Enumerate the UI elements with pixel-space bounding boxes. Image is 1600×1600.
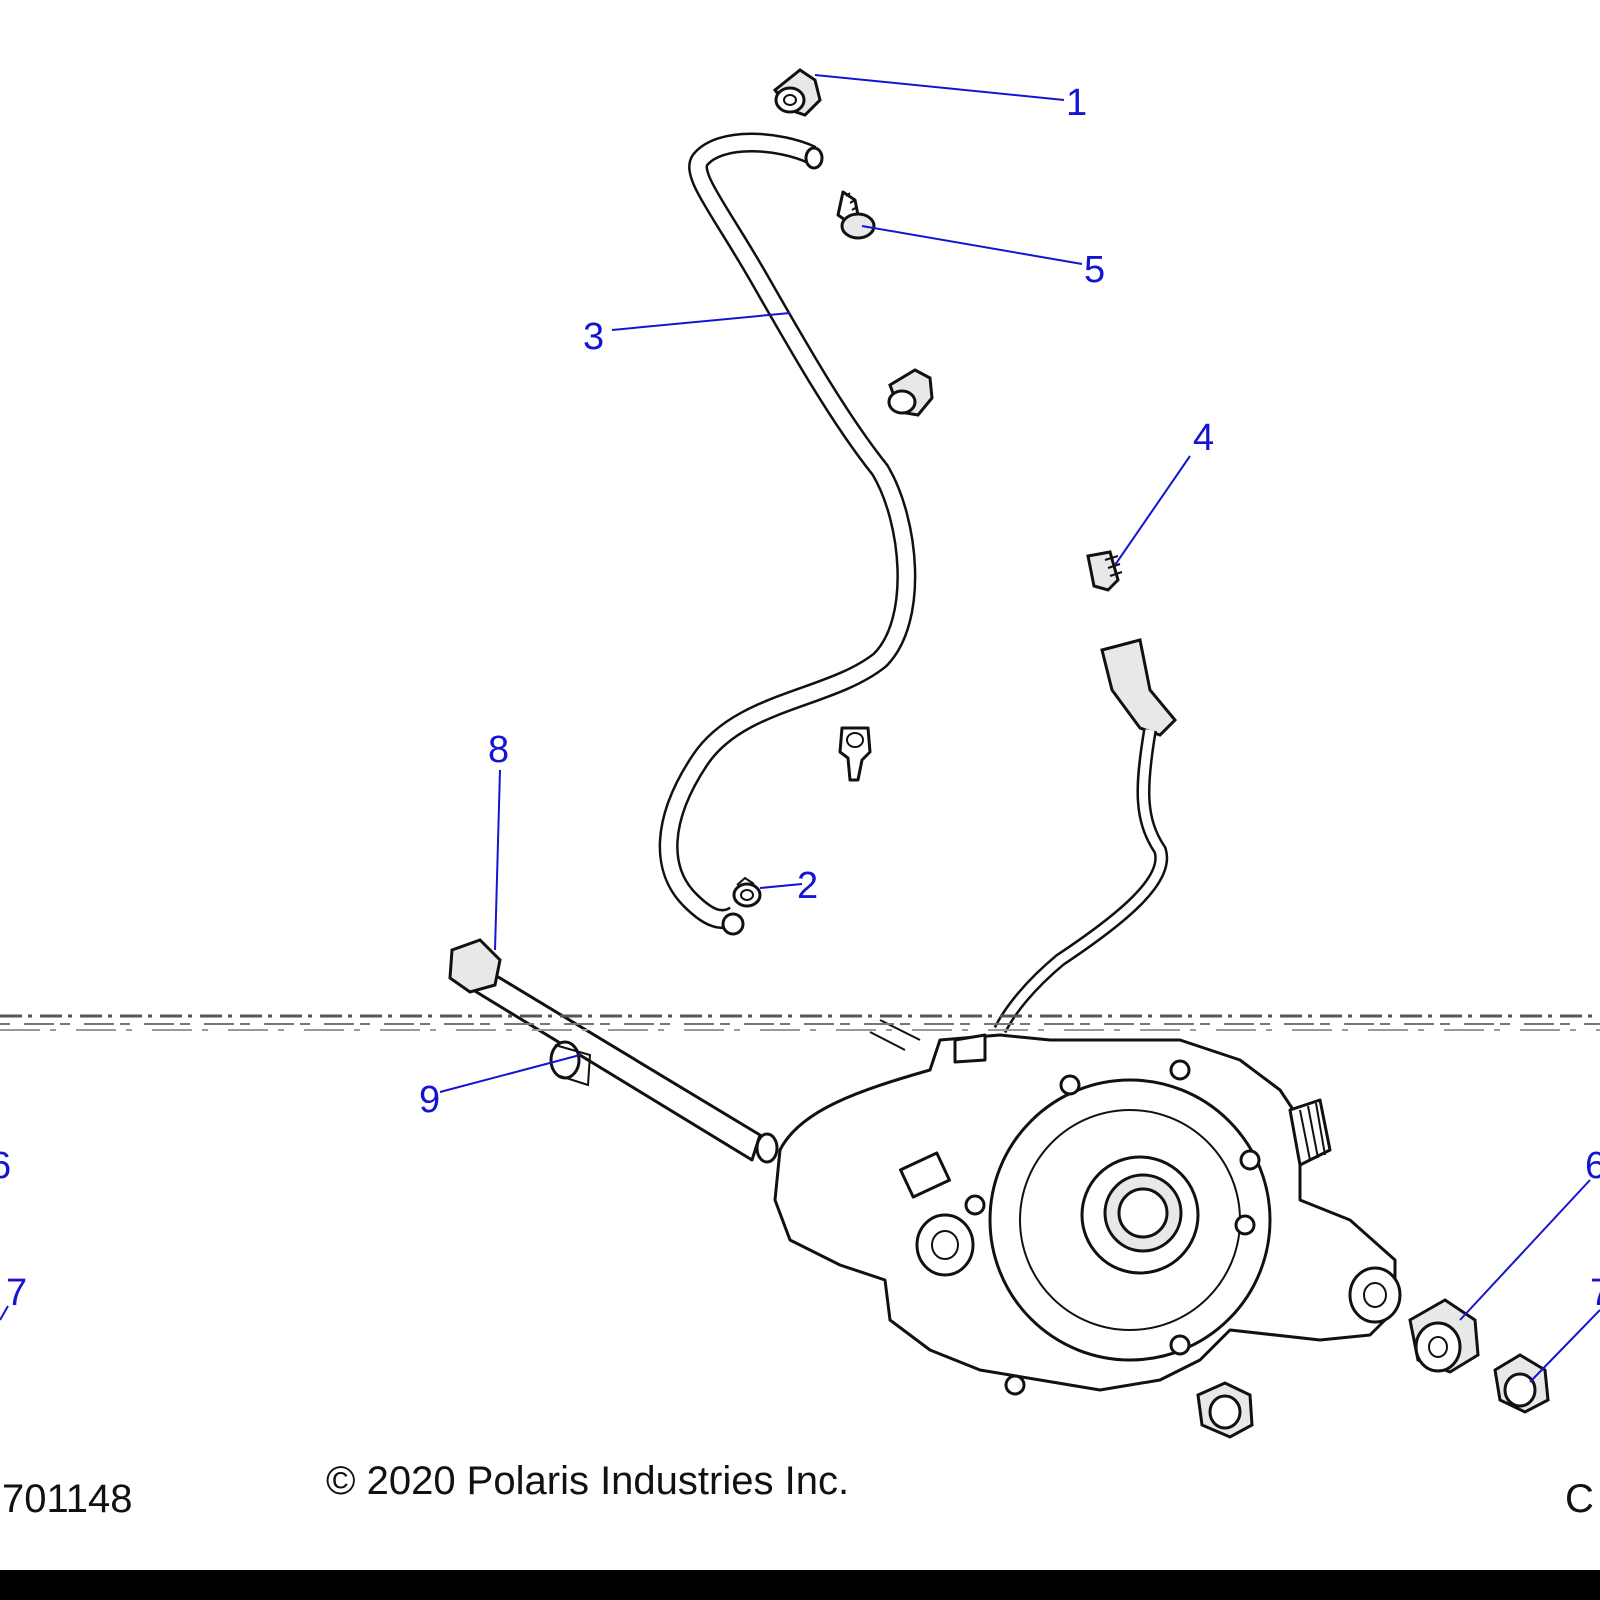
callout-7-left: 7 — [6, 1272, 27, 1314]
callout-3: 3 — [583, 316, 604, 358]
part-5-breather-fitting — [836, 190, 876, 240]
part-8-mounting-bolt — [448, 938, 779, 1164]
hose-end-fitting — [887, 368, 934, 417]
leader-lines — [0, 74, 1600, 1383]
callout-9: 9 — [419, 1079, 440, 1121]
callout-6-left: 6 — [0, 1145, 11, 1187]
part-9-spacer — [549, 1040, 592, 1087]
part-3-vent-hose — [658, 132, 917, 936]
hose-bracket — [838, 726, 872, 782]
bottom-black-band — [0, 1570, 1600, 1600]
callout-4: 4 — [1193, 417, 1214, 459]
part-4-clip — [1086, 550, 1123, 592]
callout-6-right: 6 — [1585, 1145, 1600, 1187]
part-2-hose-clamp — [732, 876, 762, 908]
callout-1: 1 — [1066, 82, 1087, 124]
copyright-notice: © 2020 Polaris Industries Inc. — [326, 1459, 849, 1503]
part-1-fitting — [772, 68, 822, 117]
callout-7-right: 7 — [1590, 1272, 1600, 1314]
sensor-harness — [993, 638, 1178, 1034]
gearcase-housing — [773, 1019, 1402, 1396]
diagram-footer: 701148 © 2020 Polaris Industries Inc. C — [2, 1459, 1594, 1521]
flange-nut-center — [1196, 1381, 1254, 1439]
diagram-code: 701148 — [2, 1477, 133, 1521]
callout-labels: 1 2 3 4 5 6 7 8 9 6 7 — [0, 82, 1600, 1314]
callout-2: 2 — [797, 865, 818, 907]
scan-artifact-line — [0, 1014, 1600, 1031]
part-6-bushing — [1408, 1298, 1480, 1374]
right-code: C — [1565, 1477, 1594, 1521]
callout-8: 8 — [488, 729, 509, 771]
part-7-flange-nut — [1493, 1353, 1550, 1414]
callout-5: 5 — [1084, 249, 1105, 291]
